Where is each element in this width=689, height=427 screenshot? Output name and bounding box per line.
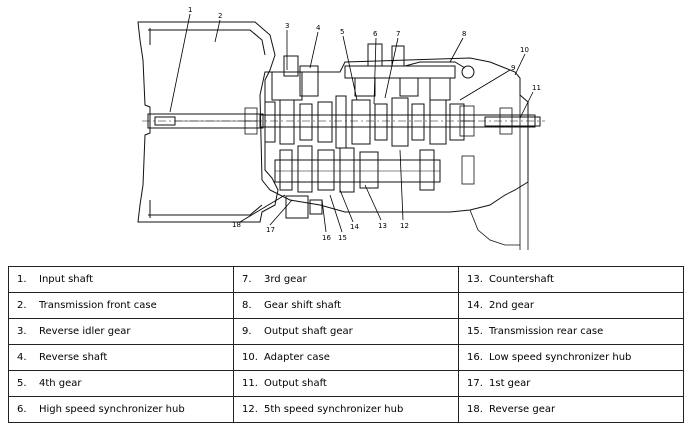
- callout-8: 8: [462, 30, 466, 38]
- legend-cell: 2. Transmission front case: [8, 292, 234, 319]
- legend-cell: 17. 1st gear: [458, 370, 684, 397]
- front-case-outline: [137, 21, 279, 223]
- legend-cell: 18. Reverse gear: [458, 396, 684, 423]
- callout-14: 14: [350, 223, 359, 231]
- legend-label: Transmission rear case: [489, 326, 604, 337]
- callout-9: 9: [511, 64, 515, 72]
- legend-label: Reverse idler gear: [39, 326, 131, 337]
- callout-labels: 1 2 3 4 5 6 7 8 9 10 11 12 13 14 15 16 1…: [188, 6, 541, 242]
- transmission-cross-section-diagram: 1 2 3 4 5 6 7 8 9 10 11 12 13 14 15 16 1…: [137, 6, 545, 250]
- legend-number: 13.: [467, 274, 483, 285]
- callout-13: 13: [378, 222, 387, 230]
- legend-number: 16.: [467, 352, 483, 363]
- parts-legend-table: 1. Input shaft 7. 3rd gear 13. Countershaft…: [8, 266, 684, 423]
- legend-label: 5th speed synchronizer hub: [264, 404, 404, 415]
- legend-number: 17.: [467, 378, 483, 389]
- legend-number: 14.: [467, 300, 483, 311]
- legend-cell: 3. Reverse idler gear: [8, 318, 234, 345]
- legend-number: 6.: [17, 404, 27, 415]
- legend-row: 6. High speed synchronizer hub 12. 5th spe…: [8, 396, 684, 423]
- legend-number: 3.: [17, 326, 27, 337]
- callout-10: 10: [520, 46, 529, 54]
- callout-17: 17: [266, 226, 275, 234]
- legend-row: 1. Input shaft 7. 3rd gear 13. Countershaft: [8, 266, 684, 293]
- mainshaft-gears: [264, 95, 465, 149]
- legend-label: Output shaft: [264, 378, 327, 389]
- callout-3: 3: [285, 22, 289, 30]
- legend-cell: 10. Adapter case: [233, 344, 459, 371]
- legend-label: High speed synchronizer hub: [39, 404, 185, 415]
- callout-15: 15: [338, 234, 347, 242]
- callout-18: 18: [232, 221, 241, 229]
- callout-16: 16: [322, 234, 331, 242]
- legend-cell: 16. Low speed synchronizer hub: [458, 344, 684, 371]
- legend-label: Reverse gear: [489, 404, 556, 415]
- legend-number: 4.: [17, 352, 27, 363]
- callout-4: 4: [316, 24, 321, 32]
- rear-case-outline: [259, 57, 529, 213]
- legend-row: 4. Reverse shaft 10. Adapter case 16. Low s…: [8, 344, 684, 371]
- countershaft-gears: [279, 145, 435, 193]
- legend-number: 11.: [242, 378, 258, 389]
- legend-label: Input shaft: [39, 274, 94, 285]
- legend-cell: 13. Countershaft: [458, 266, 684, 293]
- legend-number: 5.: [17, 378, 27, 389]
- legend-label: Low speed synchronizer hub: [489, 352, 632, 363]
- legend-cell: 7. 3rd gear: [233, 266, 459, 293]
- shift-mechanism: [344, 43, 475, 101]
- legend-cell: 9. Output shaft gear: [233, 318, 459, 345]
- legend-cell: 4. Reverse shaft: [8, 344, 234, 371]
- legend-cell: 5. 4th gear: [8, 370, 234, 397]
- legend-label: Reverse shaft: [39, 352, 108, 363]
- legend-label: 1st gear: [489, 378, 531, 389]
- legend-number: 9.: [242, 326, 252, 337]
- legend-cell: 14. 2nd gear: [458, 292, 684, 319]
- legend-number: 15.: [467, 326, 483, 337]
- reverse-assembly: [271, 55, 323, 219]
- legend-label: Output shaft gear: [264, 326, 353, 337]
- callout-7: 7: [396, 30, 400, 38]
- callout-leaders: [169, 13, 534, 233]
- legend-row: 2. Transmission front case 8. Gear shift s…: [8, 292, 684, 319]
- legend-number: 10.: [242, 352, 258, 363]
- callout-5: 5: [340, 28, 344, 36]
- legend-label: Gear shift shaft: [264, 300, 342, 311]
- callout-1: 1: [188, 6, 192, 14]
- callout-6: 6: [373, 30, 378, 38]
- legend-cell: 6. High speed synchronizer hub: [8, 396, 234, 423]
- legend-label: 2nd gear: [489, 300, 534, 311]
- output-shaft-shape: [484, 116, 541, 127]
- legend-number: 2.: [17, 300, 27, 311]
- legend-row: 3. Reverse idler gear 9. Output shaft gear…: [8, 318, 684, 345]
- callout-2: 2: [218, 12, 222, 20]
- legend-cell: 8. Gear shift shaft: [233, 292, 459, 319]
- legend-row: 5. 4th gear 11. Output shaft 17. 1st gear: [8, 370, 684, 397]
- legend-number: 8.: [242, 300, 252, 311]
- legend-number: 7.: [242, 274, 252, 285]
- legend-label: 4th gear: [39, 378, 82, 389]
- callout-11: 11: [532, 84, 541, 92]
- legend-label: 3rd gear: [264, 274, 307, 285]
- legend-label: Countershaft: [489, 274, 554, 285]
- legend-cell: 11. Output shaft: [233, 370, 459, 397]
- legend-number: 1.: [17, 274, 27, 285]
- legend-cell: 15. Transmission rear case: [458, 318, 684, 345]
- legend-cell: 1. Input shaft: [8, 266, 234, 293]
- callout-12: 12: [400, 222, 409, 230]
- legend-label: Adapter case: [264, 352, 330, 363]
- legend-number: 12.: [242, 404, 258, 415]
- legend-label: Transmission front case: [39, 300, 157, 311]
- legend-cell: 12. 5th speed synchronizer hub: [233, 396, 459, 423]
- legend-number: 18.: [467, 404, 483, 415]
